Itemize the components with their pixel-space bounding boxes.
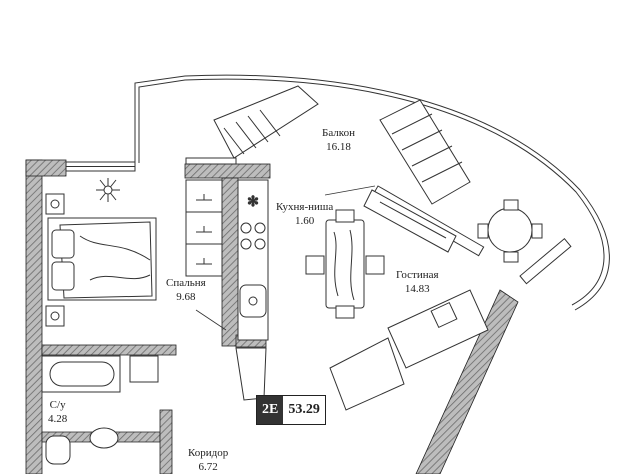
bed	[47, 217, 157, 301]
apartment-total-area: 53.29	[283, 396, 325, 424]
leader-lines	[195, 185, 376, 331]
wardrobe	[185, 179, 223, 277]
bathroom-area: 4.28	[48, 413, 68, 425]
nightstand-icon	[45, 193, 65, 327]
bedroom-name: Спальня	[166, 277, 206, 289]
apartment-badge: 2E 53.29	[256, 395, 326, 425]
balcony-label: Балкон 16.18	[322, 126, 355, 154]
bedroom-area: 9.68	[176, 291, 196, 303]
bedroom-label: Спальня 9.68	[166, 276, 206, 304]
bathtub	[41, 355, 159, 393]
kitchen-area: 1.60	[295, 215, 315, 227]
balcony-area: 16.18	[326, 141, 351, 153]
sofa	[329, 289, 489, 411]
corridor-label: Коридор 6.72	[188, 446, 228, 474]
corridor-name: Коридор	[188, 447, 229, 459]
dining-table	[305, 209, 385, 319]
plant-icon	[96, 178, 120, 202]
toilet	[45, 427, 119, 465]
closet	[235, 347, 267, 401]
tv-unit	[363, 189, 457, 253]
corridor-area: 6.72	[198, 461, 218, 473]
balcony-outline	[134, 74, 610, 311]
apartment-type: 2E	[257, 396, 284, 424]
balcony-name: Балкон	[322, 127, 355, 139]
deck-chair	[213, 85, 471, 205]
living-area: 14.83	[404, 283, 430, 295]
bathroom-name: С/у	[49, 399, 66, 411]
living-name: Гостиная	[396, 269, 439, 281]
balcony-table	[477, 199, 543, 263]
kitchen-unit: ✻	[237, 179, 269, 341]
kitchen-name: Кухня-ниша	[276, 201, 334, 213]
bathroom-label: С/у 4.28	[48, 398, 67, 426]
kitchen-label: Кухня-ниша 1.60	[276, 200, 333, 228]
svg-text:✻: ✻	[247, 195, 259, 210]
living-label: Гостиная 14.83	[396, 268, 439, 296]
